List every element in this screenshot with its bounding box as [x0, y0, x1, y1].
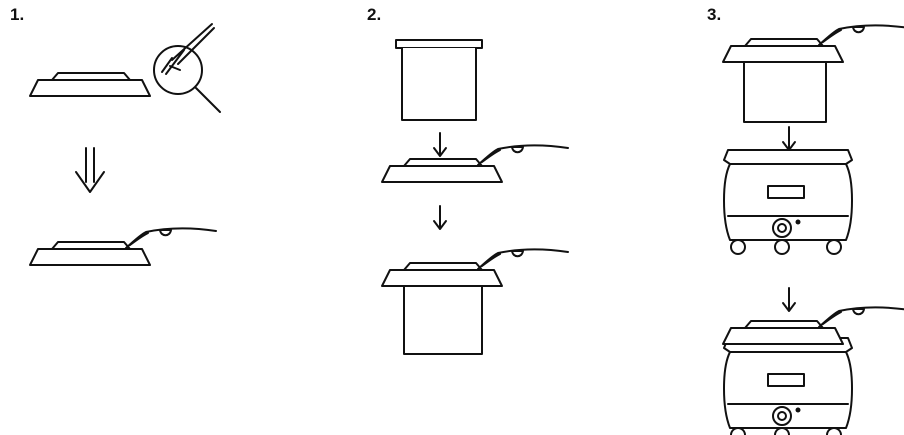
step-3-heater-base: [723, 149, 853, 255]
step-1-hollow-down-arrow: [75, 147, 105, 193]
step-1-lid: [29, 72, 151, 97]
magnifier-detail-icon: [153, 23, 221, 113]
step-2-container: [395, 39, 483, 121]
step-3-label: 3.: [707, 5, 721, 24]
step-3-arrow-2: [782, 287, 796, 312]
step-3-arrow-1: [782, 126, 796, 151]
step-1-lid-with-handle: [29, 227, 217, 266]
step-3-container-in-lid: [722, 24, 904, 123]
step-2-label: 2.: [367, 5, 381, 24]
step-2-container-in-lid: [381, 248, 569, 355]
step-3-assembled-unit: [722, 306, 904, 435]
step-1-label: 1.: [10, 5, 24, 24]
step-2-arrow-2: [433, 205, 447, 230]
step-2-lid-with-handle: [381, 144, 569, 183]
step-2-arrow-1: [433, 132, 447, 157]
